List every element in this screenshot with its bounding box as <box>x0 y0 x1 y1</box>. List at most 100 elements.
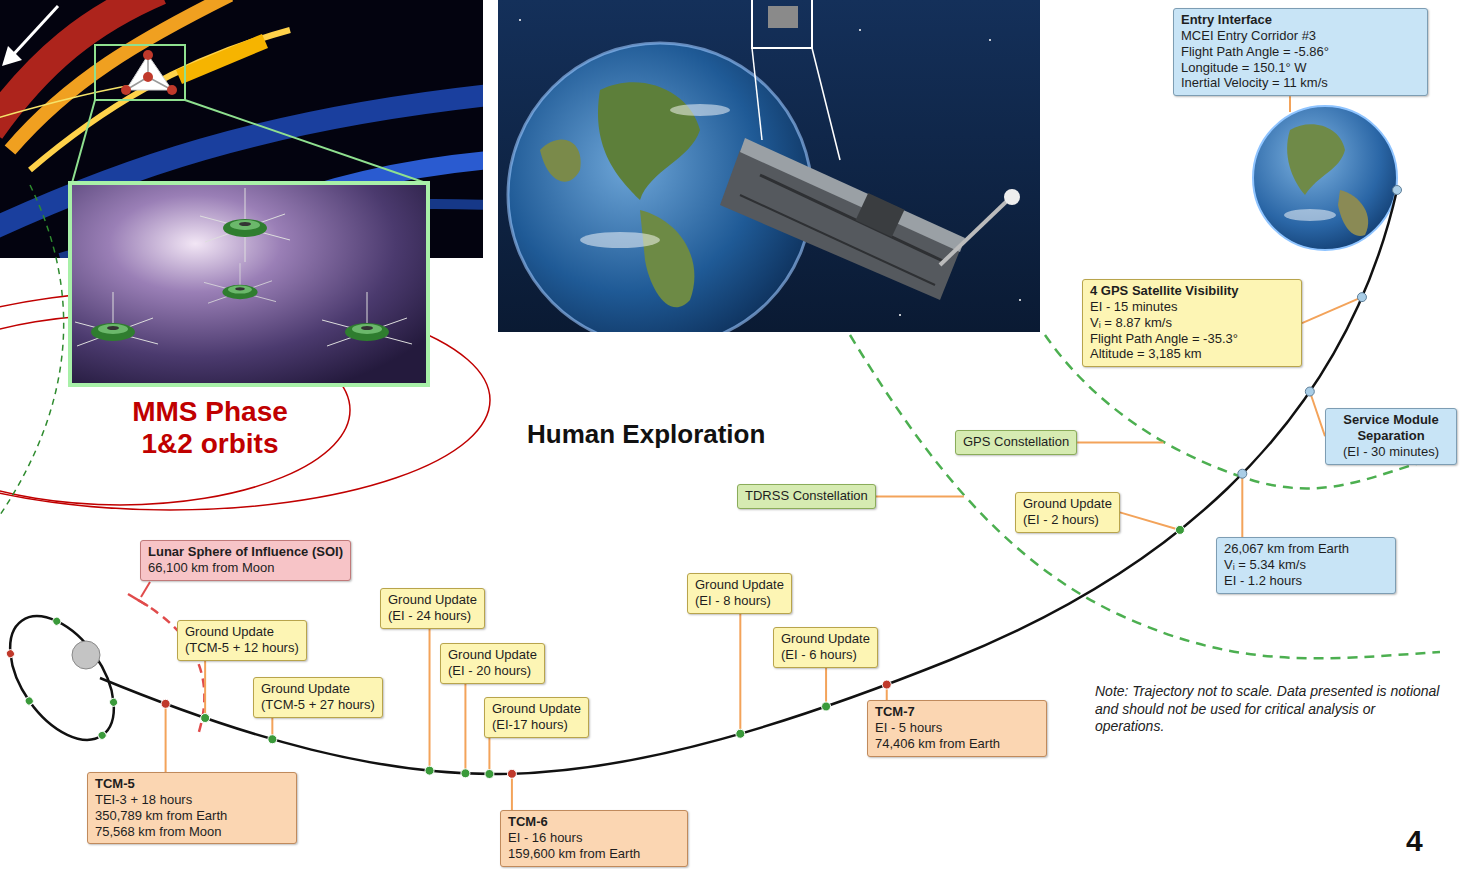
magnetosphere-picture-part <box>121 85 131 95</box>
earth-photo-part <box>1004 189 1020 205</box>
box-text: (TCM-5 + 27 hours) <box>261 697 375 713</box>
box-text: EI - 1.2 hours <box>1224 573 1388 589</box>
earth-photo-part <box>1019 299 1021 301</box>
event-box: 26,067 km from EarthVᵢ = 5.34 km/sEI - 1… <box>1216 537 1396 594</box>
spacecraft-inset-part-part <box>107 326 119 330</box>
earth-globe-part <box>1284 209 1336 221</box>
leader-line <box>825 668 827 707</box>
leader-line <box>739 614 741 734</box>
box-heading: Ground Update <box>492 701 581 717</box>
trajectory-event-dot <box>882 680 891 689</box>
spacecraft-inset-part-part <box>228 286 252 294</box>
earth-globe <box>1253 106 1397 250</box>
box-text: (EI - 2 hours) <box>1023 512 1112 528</box>
box-heading: Ground Update <box>695 577 784 593</box>
spacecraft-inset-part <box>200 188 290 262</box>
moon-orbit-part-part <box>5 648 16 659</box>
trajectory-event-dot <box>161 699 170 708</box>
leader-line <box>511 774 513 810</box>
earth-photo-part <box>899 314 901 316</box>
box-heading: Service Module Separation <box>1333 412 1449 444</box>
spacecraft-inset-part-part <box>230 220 260 230</box>
spacecraft-inset-part-part <box>367 292 368 328</box>
trajectory-event-dot <box>485 769 494 778</box>
box-heading: Lunar Sphere of Influence (SOI) <box>148 544 343 560</box>
trajectory-event-dot <box>507 769 516 778</box>
ground-update-box: Ground Update(EI - 24 hours) <box>380 588 485 629</box>
earth-photo-part <box>768 6 798 28</box>
box-text: (EI - 8 hours) <box>695 593 784 609</box>
constellation-arcs-part <box>850 335 1440 658</box>
box-text: Altitude = 3,185 km <box>1090 346 1294 362</box>
spacecraft-inset-part-part <box>204 282 276 301</box>
orbit-label: MMS Phase 1&2 orbits <box>106 396 314 460</box>
earth-photo-part <box>752 0 812 48</box>
leader-line <box>1077 441 1163 443</box>
leader-line <box>488 738 490 774</box>
magnetosphere-picture-part <box>30 30 290 170</box>
box-text: Flight Path Angle = -35.3° <box>1090 331 1294 347</box>
ground-update-box: Ground Update(EI - 20 hours) <box>440 643 545 684</box>
spacecraft-inset-part-part <box>352 324 382 334</box>
moon-orbit-part-part <box>24 695 35 706</box>
box-text: 74,406 km from Earth <box>875 736 1039 752</box>
trajectory-event-dot <box>1175 525 1184 534</box>
spacecraft-inset-part-part <box>98 324 128 334</box>
event-box: Entry InterfaceMCEI Entry Corridor #3Fli… <box>1173 8 1428 96</box>
tcm-box: TCM-7EI - 5 hours74,406 km from Earth <box>867 700 1047 757</box>
trajectory-event-dot <box>268 735 277 744</box>
leader-line <box>1120 512 1180 530</box>
zoom-lines <box>72 100 426 183</box>
ground-update-box: Ground Update(EI - 2 hours) <box>1015 492 1120 533</box>
leader-line <box>1310 392 1325 437</box>
spacecraft-inset-part-part <box>245 188 246 224</box>
spacecraft-inset-part-part <box>222 285 257 299</box>
earth-photo-part <box>812 48 840 160</box>
spacecraft-inset-part <box>70 183 428 385</box>
earth-photo-part <box>856 193 905 237</box>
box-heading: 26,067 km from Earth <box>1224 541 1388 557</box>
spacecraft-inset-part <box>322 292 412 346</box>
box-text: (EI - 24 hours) <box>388 608 477 624</box>
earth-photo-part <box>752 48 762 140</box>
box-text: 350,789 km from Earth <box>95 808 289 824</box>
spacecraft-inset-part-part <box>77 318 153 346</box>
box-heading: Ground Update <box>781 631 870 647</box>
page-number: 4 <box>1406 824 1423 858</box>
trajectory-event-dot <box>461 769 470 778</box>
spacecraft-inset-part-part <box>361 326 373 330</box>
leader-line <box>876 495 964 497</box>
earth-photo-part <box>640 210 694 307</box>
box-text: (EI-17 hours) <box>492 717 581 733</box>
constellation-box: GPS Constellation <box>955 430 1077 455</box>
leader-line <box>1241 474 1243 537</box>
box-text: Longitude = 150.1° W <box>1181 60 1420 76</box>
box-text: MCEI Entry Corridor #3 <box>1181 28 1420 44</box>
box-heading: TDRSS Constellation <box>745 488 868 504</box>
spacecraft-inset <box>70 183 428 385</box>
soi-box: Lunar Sphere of Influence (SOI)66,100 km… <box>140 540 351 581</box>
spacecraft-inset-part-part <box>235 287 245 290</box>
box-text: Flight Path Angle = -5.86° <box>1181 44 1420 60</box>
leader-line <box>429 629 431 771</box>
box-text: (TCM-5 + 12 hours) <box>185 640 299 656</box>
section-label: Human Exploration <box>527 419 765 450</box>
box-text: (EI - 30 minutes) <box>1333 444 1449 460</box>
trajectory-event-dot <box>736 729 745 738</box>
magnetosphere-picture-part <box>2 46 22 66</box>
mms-orbits-part <box>0 185 64 515</box>
return-trajectory-part <box>1393 186 1402 195</box>
spacecraft-inset-part-part <box>75 322 158 344</box>
constellation-arcs <box>850 335 1440 658</box>
earth-globe-part <box>1287 124 1345 195</box>
tcm-box: TCM-6EI - 16 hours159,600 km from Earth <box>500 810 688 867</box>
box-heading: Ground Update <box>448 647 537 663</box>
box-heading: Entry Interface <box>1181 12 1420 28</box>
moon-orbit <box>0 582 204 764</box>
box-heading: Ground Update <box>1023 496 1112 512</box>
spacecraft-inset-part-part <box>91 323 135 341</box>
spacecraft-inset-part <box>204 263 276 303</box>
earth-photo-part <box>670 104 730 116</box>
zoom-lines-part <box>72 100 95 183</box>
